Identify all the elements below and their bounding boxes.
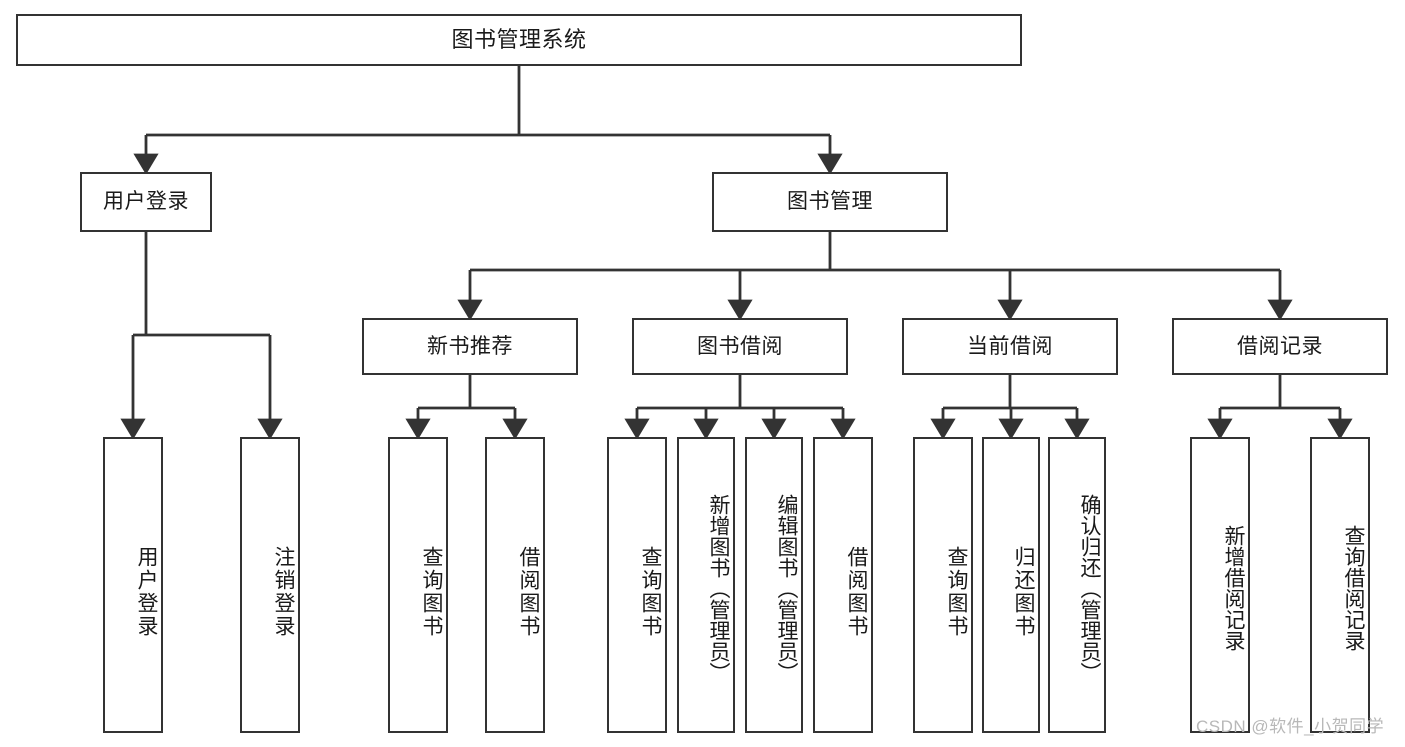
- node-user-login-label: 用户登录: [103, 190, 189, 214]
- leaf-return-book[interactable]: 归还图书: [982, 437, 1040, 733]
- node-new-book-rec[interactable]: 新书推荐: [362, 318, 578, 375]
- leaf-edit-book[interactable]: 编辑图书（管理员）: [745, 437, 803, 733]
- node-book-borrow-label: 图书借阅: [697, 334, 783, 358]
- leaf-query-record[interactable]: 查询借阅记录: [1310, 437, 1370, 733]
- csdn-watermark: CSDN @软件_小贺同学: [1196, 717, 1385, 736]
- node-book-manage-label: 图书管理: [787, 190, 873, 214]
- leaf-confirm-return[interactable]: 确认归还（管理员）: [1048, 437, 1106, 733]
- node-current-borrow-label: 当前借阅: [967, 334, 1053, 358]
- leaf-logout-label: 注销登录: [272, 546, 295, 638]
- node-borrow-record-label: 借阅记录: [1237, 334, 1323, 358]
- leaf-user-login-label: 用户登录: [135, 546, 158, 638]
- leaf-add-book[interactable]: 新增图书（管理员）: [677, 437, 735, 733]
- leaf-query-book-3-label: 查询图书: [945, 546, 968, 638]
- leaf-add-record-label: 新增借阅记录: [1222, 525, 1245, 651]
- node-current-borrow[interactable]: 当前借阅: [902, 318, 1118, 375]
- leaf-edit-book-label: 编辑图书（管理员）: [775, 493, 798, 683]
- leaf-confirm-return-label: 确认归还（管理员）: [1078, 493, 1101, 683]
- node-borrow-record[interactable]: 借阅记录: [1172, 318, 1388, 375]
- leaf-borrow-book-2[interactable]: 借阅图书: [813, 437, 873, 733]
- leaf-borrow-book-2-label: 借阅图书: [845, 546, 868, 638]
- node-book-manage[interactable]: 图书管理: [712, 172, 948, 232]
- leaf-query-record-label: 查询借阅记录: [1342, 525, 1365, 651]
- node-new-book-rec-label: 新书推荐: [427, 334, 513, 358]
- leaf-return-book-label: 归还图书: [1012, 546, 1035, 638]
- leaf-query-book-3[interactable]: 查询图书: [913, 437, 973, 733]
- leaf-query-book-2[interactable]: 查询图书: [607, 437, 667, 733]
- leaf-logout[interactable]: 注销登录: [240, 437, 300, 733]
- leaf-borrow-book-1-label: 借阅图书: [517, 546, 540, 638]
- node-book-borrow[interactable]: 图书借阅: [632, 318, 848, 375]
- leaf-query-book-1-label: 查询图书: [420, 546, 443, 638]
- leaf-query-book-2-label: 查询图书: [639, 546, 662, 638]
- leaf-add-record[interactable]: 新增借阅记录: [1190, 437, 1250, 733]
- leaf-add-book-label: 新增图书（管理员）: [707, 493, 730, 683]
- leaf-query-book-1[interactable]: 查询图书: [388, 437, 448, 733]
- leaf-user-login[interactable]: 用户登录: [103, 437, 163, 733]
- leaf-borrow-book-1[interactable]: 借阅图书: [485, 437, 545, 733]
- node-root-label: 图书管理系统: [451, 26, 587, 52]
- node-root[interactable]: 图书管理系统: [16, 14, 1022, 66]
- node-user-login[interactable]: 用户登录: [80, 172, 212, 232]
